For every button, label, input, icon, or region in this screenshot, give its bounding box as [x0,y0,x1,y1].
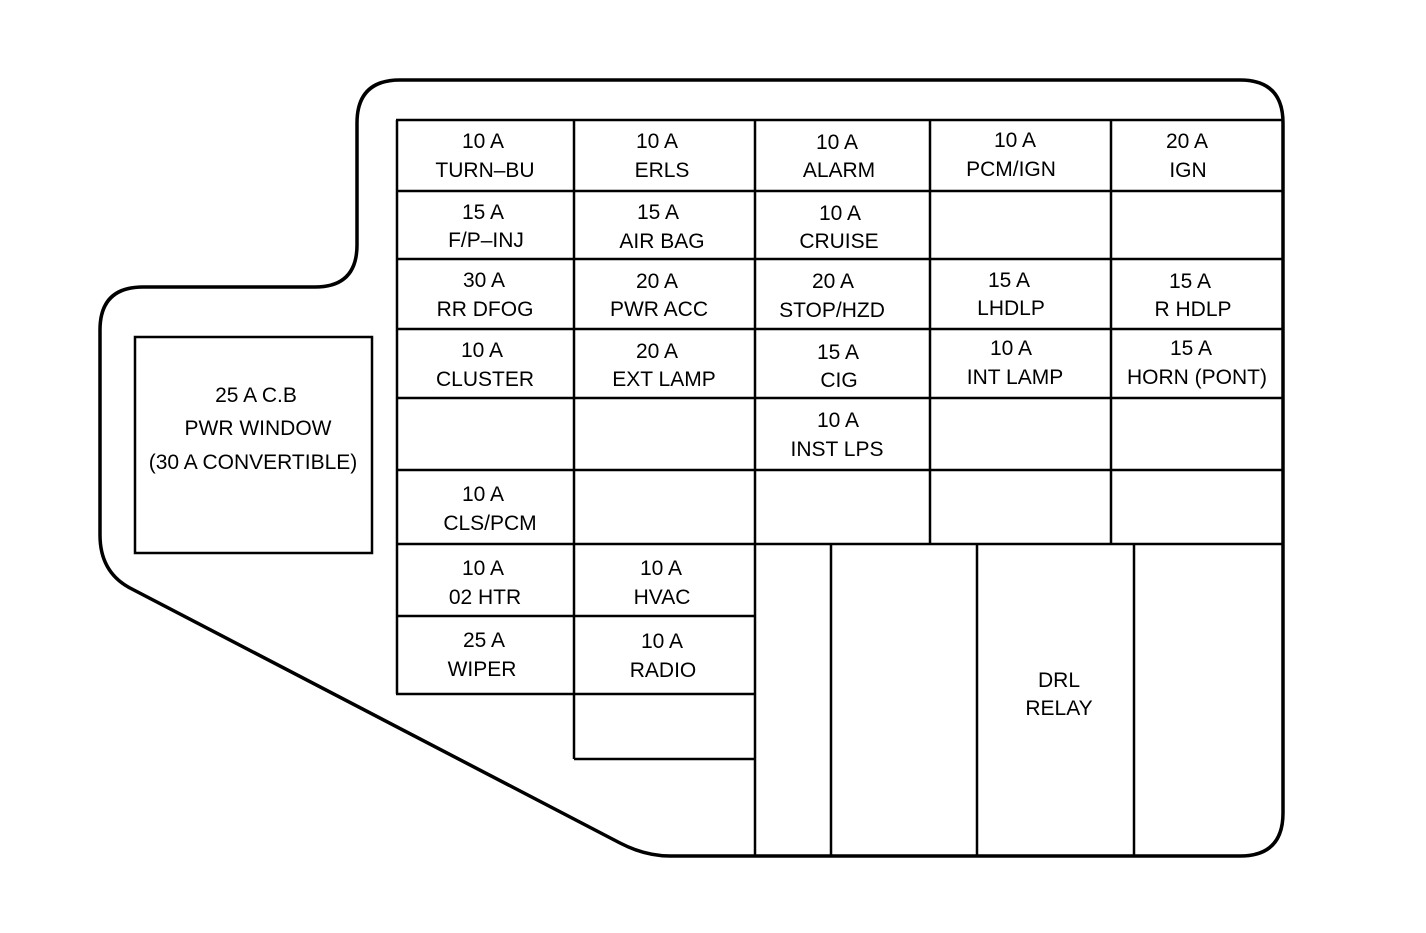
fuse-label: WIPER [448,658,517,681]
fuse-rating: 15 A [462,201,504,224]
fuse-ign: 20 A IGN [1166,130,1208,182]
fuse-label: INST LPS [791,438,884,461]
fuse-lhdlp: 15 A LHDLP [977,269,1045,320]
fuse-rating: 15 A [1169,270,1211,293]
circuit-breaker-note: (30 A CONVERTIBLE) [149,451,358,474]
fuse-grid [395,118,1283,856]
fuse-rating: 10 A [817,409,859,432]
fuse-label: LHDLP [977,297,1045,320]
fuse-rating: 10 A [816,131,858,154]
drl-relay: DRL RELAY [1025,669,1092,720]
fuse-rating: 10 A [462,130,504,153]
fuse-label: STOP/HZD [779,299,885,322]
fuse-label: CRUISE [799,230,878,253]
fuse-erls: 10 A ERLS [635,130,690,182]
circuit-breaker-rating: 25 A C.B [215,384,297,407]
fuse-r-hdlp: 15 A R HDLP [1154,270,1231,321]
fuse-label: ALARM [803,159,875,182]
fuse-horn-pont: 15 A HORN (PONT) [1127,337,1267,389]
fuse-rating: 25 A [463,629,505,652]
fuse-rating: 10 A [636,130,678,153]
circuit-breaker-pwr-window: 25 A C.B PWR WINDOW (30 A CONVERTIBLE) [149,384,358,474]
fuse-o2-htr: 10 A 02 HTR [449,557,521,609]
fuse-rating: 15 A [817,341,859,364]
fuse-label: PWR ACC [610,298,708,321]
fuse-int-lamp: 10 A INT LAMP [967,337,1063,389]
fuse-label: HVAC [634,586,691,609]
fuse-label: AIR BAG [619,230,704,253]
fuse-rating: 10 A [994,129,1036,152]
fuse-label: R HDLP [1154,298,1231,321]
fuse-radio: 10 A RADIO [630,630,697,682]
fuse-rating: 10 A [990,337,1032,360]
fuse-label: PCM/IGN [966,158,1056,181]
fuse-label: ERLS [635,159,690,182]
fuse-rating: 10 A [462,483,504,506]
fuse-rating: 10 A [641,630,683,653]
fuse-block-outline [98,78,1285,858]
fuse-pwr-acc: 20 A PWR ACC [610,270,708,321]
fuse-rating: 20 A [636,270,678,293]
fuse-rr-dfog: 30 A RR DFOG [437,269,534,321]
fuse-label: CLS/PCM [443,512,536,535]
circuit-breaker-box [133,335,374,555]
fuse-cls-pcm: 10 A CLS/PCM [443,483,536,535]
fuse-rating: 15 A [988,269,1030,292]
fuse-label: 02 HTR [449,586,521,609]
fuse-cluster: 10 A CLUSTER [436,339,534,391]
fuse-label: RR DFOG [437,298,534,321]
fuse-rating: 10 A [640,557,682,580]
fuse-hvac: 10 A HVAC [634,557,691,609]
fuse-rating: 20 A [812,270,854,293]
fuse-ext-lamp: 20 A EXT LAMP [612,340,715,391]
fuse-label: CIG [820,369,857,392]
fuse-label: EXT LAMP [612,368,715,391]
fuse-rating: 10 A [462,557,504,580]
fuse-cig: 15 A CIG [817,341,859,392]
relay-label-line2: RELAY [1025,697,1092,720]
fuse-rating: 15 A [1170,337,1212,360]
fuse-wiper: 25 A WIPER [448,629,517,681]
relay-label-line1: DRL [1038,669,1080,692]
fuse-label: HORN (PONT) [1127,366,1267,389]
fuse-turn-bu: 10 A TURN–BU [435,130,534,182]
fuse-rating: 20 A [636,340,678,363]
fuse-label: CLUSTER [436,368,534,391]
fuse-rating: 20 A [1166,130,1208,153]
fuse-rating: 30 A [463,269,505,292]
fuse-rating: 10 A [461,339,503,362]
fuse-alarm: 10 A ALARM [803,131,875,182]
fuse-label: RADIO [630,659,697,682]
fuse-rating: 15 A [637,201,679,224]
fuse-pcm-ign: 10 A PCM/IGN [966,129,1056,181]
fuse-rating: 10 A [819,202,861,225]
fuse-label: INT LAMP [967,366,1063,389]
fuse-stop-hzd: 20 A STOP/HZD [779,270,885,322]
circuit-breaker-name: PWR WINDOW [185,417,332,440]
fuse-label: IGN [1169,159,1206,182]
fuse-label: F/P–INJ [448,229,524,252]
fuse-fp-inj: 15 A F/P–INJ [448,201,524,252]
fuse-label: TURN–BU [435,159,534,182]
fuse-cruise: 10 A CRUISE [799,202,878,253]
fuse-inst-lps: 10 A INST LPS [791,409,884,461]
fuse-air-bag: 15 A AIR BAG [619,201,704,253]
